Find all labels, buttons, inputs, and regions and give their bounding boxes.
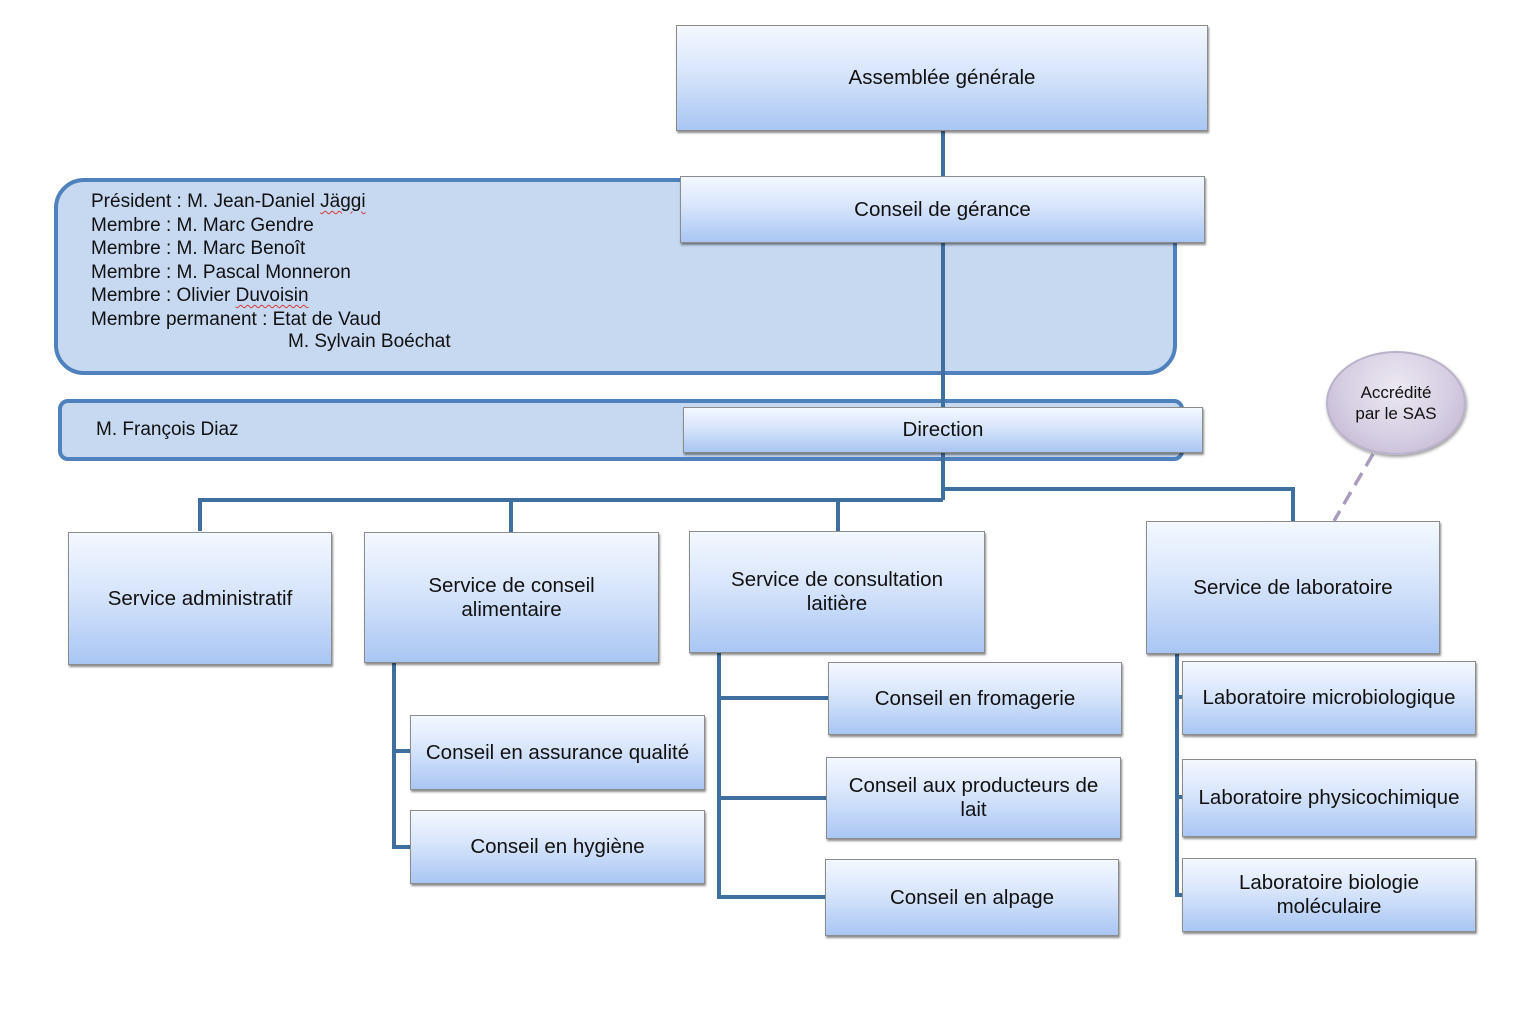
connector-services-bar bbox=[198, 498, 943, 531]
service-dairy-consultation-box: Service de consultation laitière bbox=[689, 531, 985, 653]
sub-service-box: Conseil en assurance qualité bbox=[410, 715, 705, 790]
direction-box: Direction bbox=[683, 407, 1203, 453]
board-member: Président : M. Jean-Daniel Jäggi bbox=[91, 190, 381, 214]
sub-service-box: Conseil en alpage bbox=[825, 859, 1119, 936]
sub-service-label: Conseil aux producteurs de lait bbox=[848, 774, 1099, 821]
sub-service-label: Laboratoire biologie moléculaire bbox=[1238, 871, 1420, 918]
sub-service-box: Laboratoire biologie moléculaire bbox=[1182, 858, 1476, 932]
sub-service-label: Laboratoire physicochimique bbox=[1198, 786, 1460, 809]
board-member-text: Membre : Olivier Duvoisin bbox=[91, 285, 309, 306]
direction-label: Direction bbox=[902, 418, 984, 441]
accreditation-dashed-link bbox=[1332, 453, 1375, 522]
sub-service-box: Conseil aux producteurs de lait bbox=[826, 757, 1121, 839]
sub-service-box: Laboratoire physicochimique bbox=[1182, 759, 1476, 837]
service-administrative-label: Service administratif bbox=[107, 586, 293, 610]
board-member: Membre : M. Marc Gendre bbox=[91, 214, 381, 238]
sub-service-label: Conseil en assurance qualité bbox=[425, 740, 690, 764]
service-dairy-consultation-label: Service de consultation laitière bbox=[731, 568, 943, 615]
accreditation-badge: Accrédité par le SAS bbox=[1326, 351, 1466, 455]
board-member-text: Membre : M. Marc Benoît bbox=[91, 238, 306, 259]
board-label: Conseil de gérance bbox=[854, 197, 1031, 221]
sub-service-label: Conseil en alpage bbox=[889, 885, 1055, 909]
board-member: Membre : M. Marc Benoît bbox=[91, 237, 381, 261]
board-member-continuation: M. Sylvain Boéchat bbox=[288, 331, 451, 352]
board-member: Membre : M. Pascal Monneron bbox=[91, 261, 381, 285]
sub-service-box: Conseil en fromagerie bbox=[828, 662, 1122, 735]
sub-service-box: Laboratoire microbiologique bbox=[1182, 661, 1476, 735]
connector-lab-children bbox=[1175, 653, 1182, 897]
board-member-text: Président : M. Jean-Daniel Jäggi bbox=[91, 191, 366, 212]
service-food-advice-label: Service de conseil alimentaire bbox=[428, 573, 595, 621]
sub-service-label: Laboratoire microbiologique bbox=[1202, 686, 1456, 709]
board-member-list: Président : M. Jean-Daniel Jäggi Membre … bbox=[91, 190, 381, 331]
director-name: M. François Diaz bbox=[96, 419, 239, 440]
connector-dairy-children bbox=[717, 652, 825, 899]
board-member: Membre : Olivier Duvoisin bbox=[91, 284, 381, 308]
service-laboratory-label: Service de laboratoire bbox=[1193, 575, 1393, 599]
assembly-box: Assemblée générale bbox=[676, 25, 1208, 131]
sub-service-label: Conseil en fromagerie bbox=[874, 686, 1076, 710]
sub-service-label: Conseil en hygiène bbox=[470, 835, 645, 858]
board-member: Membre permanent : Etat de Vaud bbox=[91, 308, 381, 332]
connector-service-lab bbox=[943, 487, 1295, 521]
service-food-advice-box: Service de conseil alimentaire bbox=[364, 532, 659, 663]
service-laboratory-box: Service de laboratoire bbox=[1146, 521, 1440, 654]
sub-service-box: Conseil en hygiène bbox=[410, 810, 705, 884]
board-member-text: Membre : M. Marc Gendre bbox=[91, 214, 314, 236]
board-member-text: Membre : M. Pascal Monneron bbox=[91, 261, 351, 283]
board-member-text: Membre permanent : Etat de Vaud bbox=[91, 308, 382, 330]
assembly-label: Assemblée générale bbox=[848, 66, 1036, 89]
service-administrative-box: Service administratif bbox=[68, 532, 332, 665]
accreditation-label: Accrédité par le SAS bbox=[1355, 383, 1437, 423]
board-box: Conseil de gérance bbox=[680, 176, 1205, 243]
connector-food-children bbox=[392, 662, 410, 849]
